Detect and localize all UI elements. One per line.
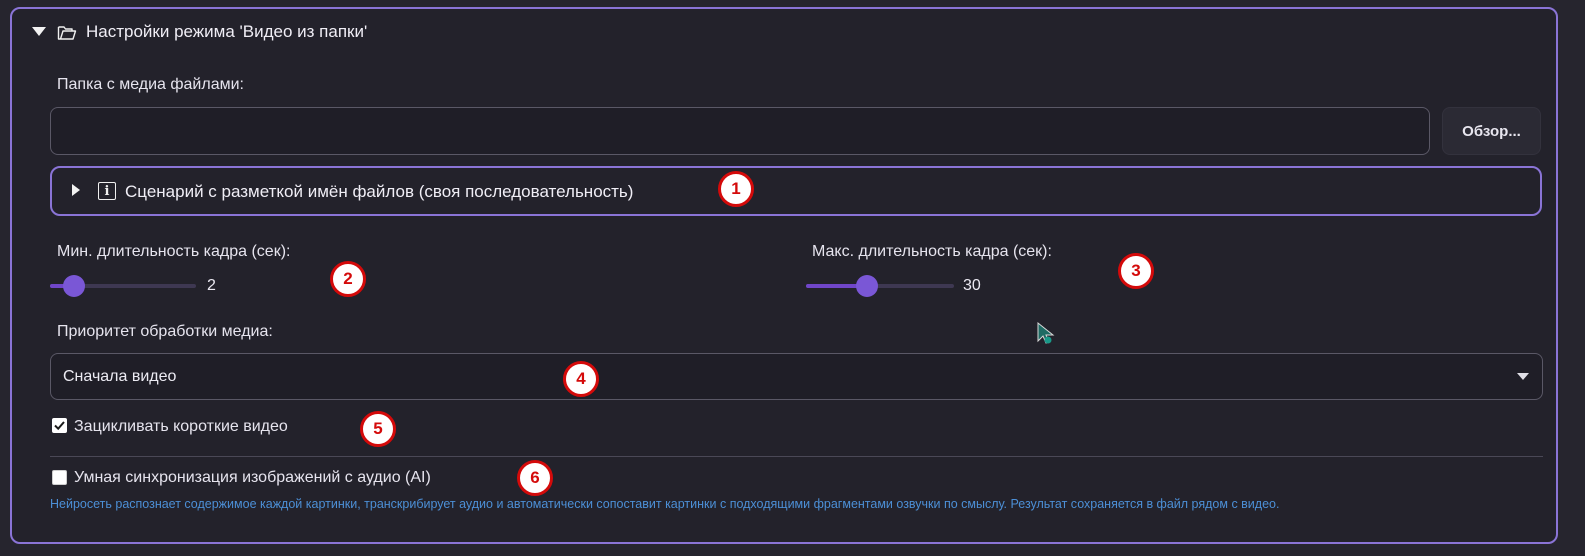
max-duration-thumb[interactable] bbox=[856, 275, 878, 297]
caret-right-icon[interactable] bbox=[72, 184, 80, 196]
annotation-badge-1: 1 bbox=[718, 171, 754, 207]
checkmark-icon bbox=[54, 421, 65, 431]
max-duration-fill bbox=[806, 284, 867, 288]
smart-sync-label[interactable]: Умная синхронизация изображений с аудио … bbox=[74, 469, 431, 486]
mouse-cursor-icon bbox=[1037, 321, 1055, 344]
scenario-label[interactable]: Сценарий с разметкой имён файлов (своя п… bbox=[125, 182, 634, 201]
browse-button[interactable]: Обзор... bbox=[1442, 107, 1541, 155]
min-duration-value: 2 bbox=[207, 277, 216, 294]
smart-sync-checkbox[interactable] bbox=[52, 470, 67, 485]
divider bbox=[50, 456, 1543, 457]
section-title[interactable]: Настройки режима 'Видео из папки' bbox=[86, 22, 368, 41]
chevron-down-icon[interactable] bbox=[1517, 373, 1529, 380]
caret-down-icon[interactable] bbox=[32, 27, 46, 36]
annotation-badge-6: 6 bbox=[517, 460, 553, 496]
min-duration-fill bbox=[50, 284, 75, 288]
smart-sync-description: Нейросеть распознает содержимое каждой к… bbox=[50, 497, 1280, 511]
folder-icon bbox=[57, 26, 77, 40]
annotation-badge-4: 4 bbox=[563, 361, 599, 397]
min-duration-track[interactable] bbox=[50, 284, 196, 288]
annotation-badge-2: 2 bbox=[330, 261, 366, 297]
annotation-badge-3: 3 bbox=[1118, 253, 1154, 289]
annotation-badge-5: 5 bbox=[360, 411, 396, 447]
min-duration-thumb[interactable] bbox=[63, 275, 85, 297]
video-folder-settings-panel bbox=[10, 7, 1558, 544]
scenario-expander[interactable] bbox=[50, 166, 1542, 216]
loop-short-checkbox[interactable] bbox=[52, 418, 67, 433]
info-icon: i bbox=[98, 182, 116, 200]
max-duration-value: 30 bbox=[963, 277, 981, 294]
min-duration-label: Мин. длительность кадра (сек): bbox=[57, 243, 291, 260]
priority-selected-value: Сначала видео bbox=[63, 368, 177, 385]
max-duration-track[interactable] bbox=[806, 284, 954, 288]
loop-short-label[interactable]: Зацикливать короткие видео bbox=[74, 418, 288, 435]
priority-label: Приоритет обработки медиа: bbox=[57, 323, 273, 340]
max-duration-label: Макс. длительность кадра (сек): bbox=[812, 243, 1052, 260]
media-folder-label: Папка с медиа файлами: bbox=[57, 76, 244, 93]
media-folder-input[interactable] bbox=[50, 107, 1430, 155]
priority-select[interactable] bbox=[50, 353, 1543, 400]
